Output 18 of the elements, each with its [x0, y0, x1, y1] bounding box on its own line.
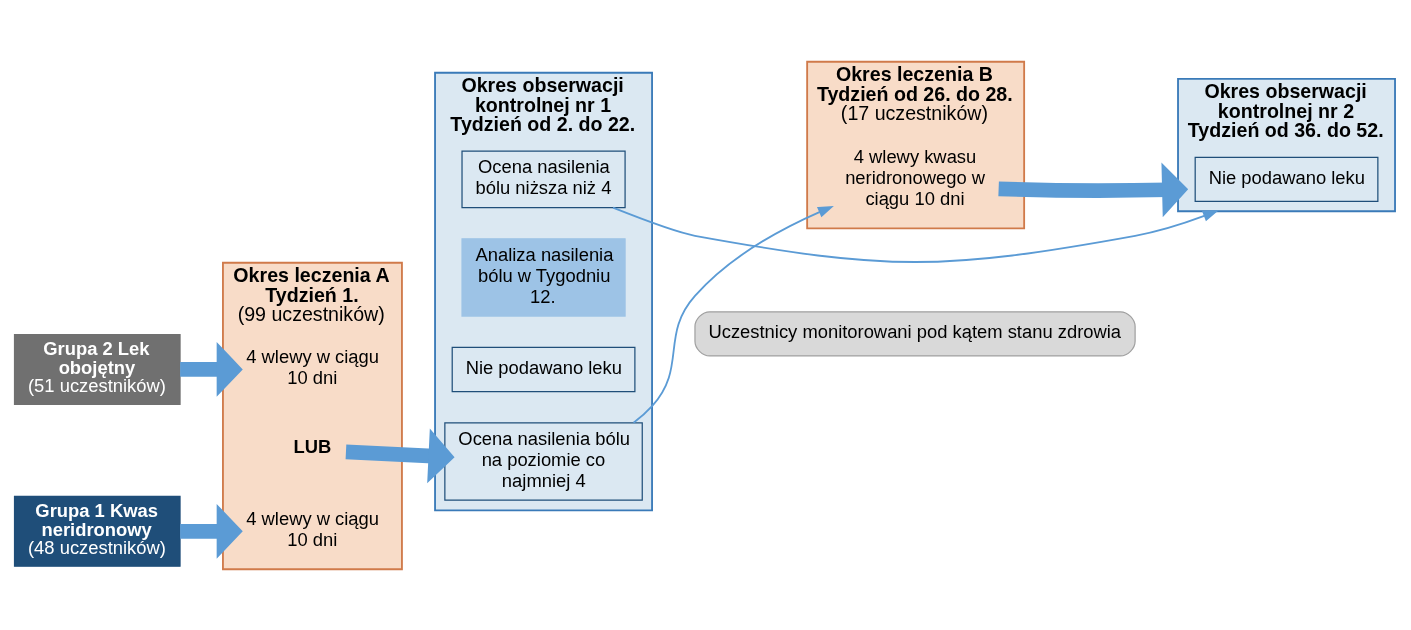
node-box: Nie podawano leku [1194, 156, 1378, 202]
node-box: Grupa 2 Lek obojętny (51 uczestników) [13, 333, 181, 405]
arrow [997, 162, 1188, 217]
node-box: Ocena nasilenia bólu na poziomie co najmniej 4 [443, 421, 643, 501]
node-box: Ocena nasilenia bólu niższa niż 4 [460, 150, 626, 208]
node-box: Uczestnicy monitorowani pod kątem stanu zdrowia [693, 310, 1136, 357]
arrow [179, 341, 243, 397]
arrow [345, 428, 455, 483]
node-box: Nie podawano leku [451, 346, 635, 392]
arrow [632, 205, 834, 424]
node-text: LUB [292, 435, 331, 457]
node-box: Analiza nasilenia bólu w Tygodniu 12. [460, 237, 626, 317]
node-text: 4 wlewy kwasu neridronowego w ciągu 10 dni [844, 145, 985, 209]
arrow [179, 503, 243, 559]
arrow [611, 206, 1219, 263]
node-text: 4 wlewy w ciągu 10 dni [245, 345, 379, 388]
node-box: Grupa 1 Kwas neridronowy (48 uczestników) [13, 495, 181, 567]
node-text: 4 wlewy w ciągu 10 dni [245, 507, 379, 550]
